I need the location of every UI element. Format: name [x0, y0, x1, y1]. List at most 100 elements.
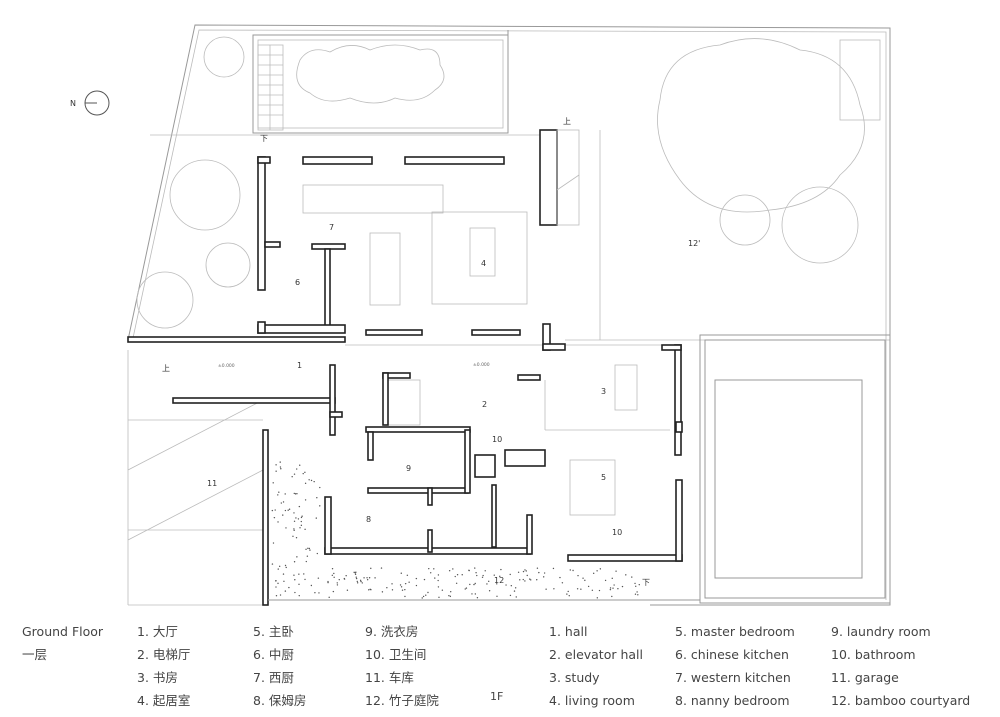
- gravel-dot: [331, 567, 334, 570]
- gravel-dot: [292, 535, 294, 537]
- gravel-dot: [304, 482, 307, 485]
- legend-item: 4. 起居室: [137, 693, 191, 708]
- gravel-dot: [380, 567, 383, 569]
- gravel-dot: [314, 592, 316, 594]
- gravel-dot: [282, 514, 284, 516]
- main-stair: [556, 129, 580, 226]
- room-label-living-room: 4: [481, 259, 486, 268]
- legend-item: 7. western kitchen: [675, 670, 791, 685]
- gravel-dot: [568, 595, 570, 597]
- gravel-dot: [303, 573, 305, 575]
- gravel-dot: [399, 584, 402, 586]
- gravel-dot: [505, 584, 507, 586]
- gravel-dot: [481, 576, 484, 578]
- gravel-dot: [493, 574, 495, 576]
- gravel-dot: [310, 479, 313, 482]
- room-labels: 1 2 3 4 5 6 7 8 9 10 10 11 12 12' 上 上 下 …: [162, 117, 700, 587]
- gravel-dot: [308, 547, 311, 550]
- gravel-dot: [293, 512, 295, 514]
- legend-item: 12. 竹子庭院: [365, 693, 439, 708]
- gravel-dot: [615, 570, 617, 572]
- gravel-dot: [316, 552, 319, 555]
- tree-icon: [781, 186, 859, 264]
- gravel-dot: [452, 568, 454, 570]
- gravel-dot: [299, 464, 301, 466]
- gravel-dot: [522, 570, 525, 573]
- gravel-dot: [301, 515, 303, 517]
- gravel-dot: [545, 588, 547, 590]
- tree-icon: [719, 194, 771, 246]
- legend-cn-col2: 5. 主卧 6. 中厨 7. 西厨 8. 保姆房: [253, 620, 306, 712]
- gravel-dot: [353, 571, 355, 574]
- gravel-dot: [404, 588, 406, 591]
- gravel-dot: [576, 588, 579, 590]
- gravel-dot: [319, 505, 321, 507]
- gravel-dot: [346, 589, 349, 591]
- gravel-dot: [536, 579, 538, 581]
- legend-title-en: Ground Floor: [22, 624, 104, 639]
- floor-tag: 1F: [490, 690, 504, 703]
- gravel-dot: [291, 476, 293, 478]
- large-tree-icon: [657, 38, 865, 213]
- gravel-dot: [368, 577, 371, 579]
- gravel-dot: [298, 573, 300, 575]
- gravel-dot: [273, 516, 276, 519]
- gravel-dot: [513, 590, 516, 592]
- tree-icon: [136, 271, 194, 329]
- gravel-dot: [359, 579, 362, 582]
- floor-plan: N 1 2 3 4 5 6 7 8 9 10 10 11 12 12' 上 上 …: [70, 24, 891, 606]
- room-label-nanny-bedroom: 8: [366, 515, 371, 524]
- gravel-dot: [333, 576, 335, 578]
- gravel-dot: [280, 468, 282, 470]
- gravel-dot: [275, 464, 277, 466]
- gravel-dot: [609, 587, 612, 589]
- gravel-dot: [355, 571, 357, 573]
- gravel-dot: [306, 555, 309, 557]
- gravel-dot: [279, 466, 282, 468]
- gravel-dot: [315, 517, 317, 519]
- gravel-dot: [313, 480, 315, 483]
- legend-item: 5. master bedroom: [675, 624, 795, 639]
- gravel-dot: [298, 594, 300, 597]
- gravel-dot: [637, 594, 639, 596]
- gravel-dot: [529, 578, 531, 580]
- gravel-dot: [464, 588, 466, 590]
- gravel-dot: [465, 587, 468, 589]
- gravel-dot: [572, 569, 574, 572]
- gravel-dot: [584, 579, 586, 582]
- gravel-dot: [604, 579, 607, 582]
- legend-item: 8. 保姆房: [253, 693, 307, 708]
- gravel-dot: [406, 574, 409, 577]
- gravel-dot: [391, 589, 394, 591]
- gravel-dot: [386, 587, 388, 589]
- gravel-dot: [294, 591, 296, 594]
- gravel-dot: [328, 596, 330, 599]
- gravel-dot: [305, 560, 307, 563]
- gravel-dot: [611, 595, 613, 598]
- gravel-dot: [577, 574, 579, 577]
- gravel-dot: [482, 574, 484, 577]
- gravel-dot: [448, 594, 450, 597]
- gravel-dot: [448, 570, 451, 572]
- gravel-dot: [598, 589, 601, 592]
- gravel-dot: [404, 595, 406, 598]
- gravel-dot: [543, 572, 546, 574]
- room-label-garden: 12': [688, 239, 700, 248]
- gravel-dot: [613, 584, 615, 586]
- gravel-dot: [522, 578, 524, 581]
- gravel-dot: [434, 577, 436, 579]
- gravel-dot: [319, 486, 321, 489]
- gravel-dot: [408, 581, 410, 583]
- gravel-dot: [356, 582, 359, 584]
- gravel-dot: [566, 593, 568, 595]
- gravel-dot: [592, 572, 595, 575]
- gravel-dot: [404, 582, 407, 585]
- gravel-dot: [428, 567, 430, 570]
- gravel-dot: [298, 505, 301, 508]
- gravel-dot: [474, 582, 476, 585]
- gravel-dot: [517, 571, 520, 574]
- gravel-dot: [295, 537, 298, 539]
- legend-en-col2: 5. master bedroom 6. chinese kitchen 7. …: [675, 620, 795, 712]
- gravel-dot: [282, 573, 285, 575]
- gravel-dot: [524, 569, 526, 571]
